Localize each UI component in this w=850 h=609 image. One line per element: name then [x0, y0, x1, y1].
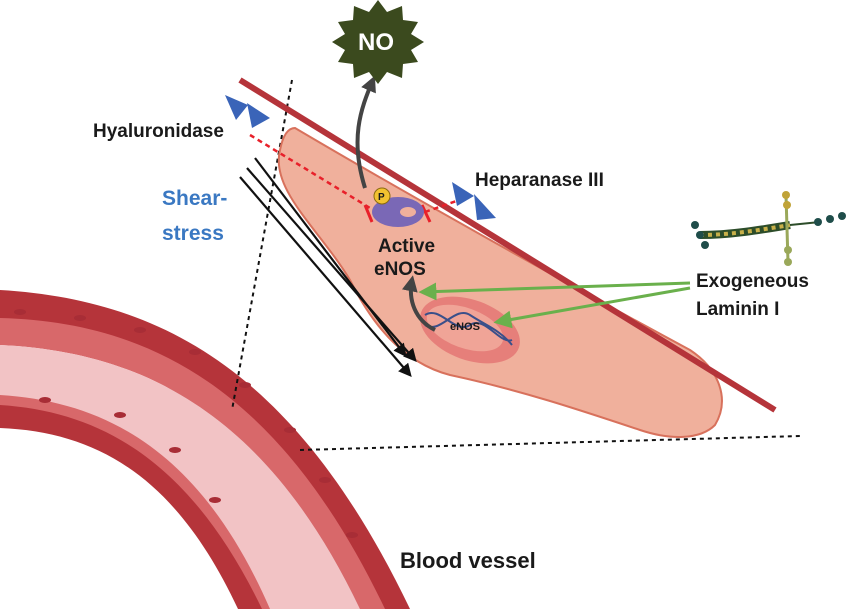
- starburst-icon: NO: [332, 0, 424, 84]
- laminin-label-line2: Laminin I: [696, 299, 779, 320]
- endothelial-cell-nuclei: [14, 309, 358, 538]
- shear-stress-arrows: [239, 157, 417, 378]
- svg-text:P: P: [378, 192, 385, 203]
- laminin-molecule-icon: [691, 191, 846, 266]
- shear-stress-label-line2: stress: [162, 222, 224, 245]
- phosphate-icon: P: [373, 187, 391, 205]
- enzyme-paths: [249, 133, 466, 214]
- cleavage-marks: [363, 204, 432, 223]
- laminin-arrows: [418, 281, 691, 329]
- heparanase-label: Heparanase III: [475, 170, 604, 191]
- activation-arrow: [401, 275, 436, 332]
- enos-gene-label: eNOS: [450, 321, 480, 333]
- no-label: NO: [358, 29, 394, 56]
- active-enos-label-line2: eNOS: [374, 259, 426, 280]
- shear-stress-label-line1: Shear-: [162, 187, 227, 210]
- laminin-label-line1: Exogeneous: [696, 271, 809, 292]
- hyaluronidase-enzyme-icons: [225, 95, 270, 128]
- dna-helix-icon: [424, 312, 513, 346]
- heparanase-enzyme-icons: [452, 182, 496, 220]
- cell-membrane: [238, 77, 777, 413]
- active-enos-protein: [372, 197, 424, 227]
- blood-vessel: [0, 290, 410, 609]
- blood-vessel-label: Blood vessel: [400, 548, 536, 573]
- zoom-lines: [231, 79, 801, 451]
- hyaluronidase-label: Hyaluronidase: [93, 121, 224, 142]
- no-release-arrow: [355, 75, 376, 189]
- active-enos-label-line1: Active: [378, 236, 435, 257]
